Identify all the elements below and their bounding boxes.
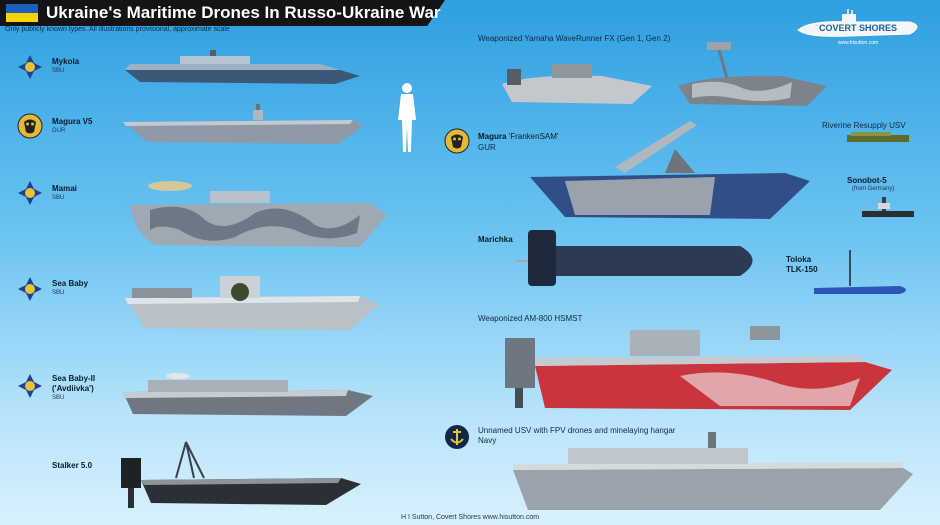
org-magura-franken: GUR <box>478 143 496 152</box>
am800-drone <box>505 326 892 410</box>
sbu-icon <box>18 181 42 205</box>
label-magura-franken: Magura 'FrankenSAM' <box>478 132 558 142</box>
title-bar <box>0 0 445 26</box>
waverunner-gen1-drone <box>502 64 652 104</box>
org-sea-baby-2: SBU <box>52 395 65 401</box>
navy-usv-drone <box>513 432 913 510</box>
mykola-drone <box>125 50 360 84</box>
label-riverine: Riverine Resupply USV <box>822 121 906 130</box>
waverunner-gen2-drone <box>678 42 827 106</box>
label-sea-baby: Sea Baby <box>52 279 89 288</box>
org-mykola: SBU <box>52 68 65 74</box>
magura-v5-drone <box>123 104 363 144</box>
logo-url: www.hisutton.com <box>838 40 878 46</box>
org-mamai: SBU <box>52 195 65 201</box>
toloka-drone <box>814 250 906 294</box>
gur-owl-icon <box>17 113 43 139</box>
label-waverunner: Weaponized Yamaha WaveRunner FX (Gen 1, … <box>478 34 671 43</box>
navy-icon <box>445 425 469 449</box>
sonobot-note: (from Germany) <box>852 186 895 192</box>
label-toloka-model: TLK-150 <box>786 265 818 274</box>
label-magura-v5: Magura V5 <box>52 117 93 126</box>
footer-credit: H I Sutton, Covert Shores www.hisutton.c… <box>400 514 540 521</box>
label-am800: Weaponized AM-800 HSMST <box>478 314 583 323</box>
sonobot-usv <box>862 197 914 217</box>
sbu-icon <box>18 277 42 301</box>
label-toloka: Toloka <box>786 255 812 264</box>
label-navy-usv: Unnamed USV with FPV drones and minelayi… <box>478 426 676 435</box>
label-sea-baby-2: Sea Baby-II <box>52 374 96 383</box>
label-mamai: Mamai <box>52 184 77 193</box>
label-mykola: Mykola <box>52 57 80 66</box>
ukraine-flag-icon <box>6 4 38 22</box>
covert-shores-logo: COVERT SHORES www.hisutton.com <box>797 9 918 46</box>
label-sonobot: Sonobot-5 <box>847 176 887 185</box>
sbu-icon <box>18 374 42 398</box>
sbu-icon <box>18 55 42 79</box>
human-scale-figure <box>398 83 416 152</box>
magura-fs-quote: 'FrankenSAM' <box>508 132 559 141</box>
page-subtitle: Only publicly known types. All illustrat… <box>5 26 230 33</box>
label-marichka: Marichka <box>478 235 513 244</box>
label-sea-baby-2-alias: ('Avdiivka') <box>52 384 94 393</box>
magura-frankensam-drone <box>530 121 810 219</box>
org-sea-baby: SBU <box>52 290 65 296</box>
gur-owl-icon <box>444 128 470 154</box>
org-navy-usv: Navy <box>478 436 497 445</box>
sea-baby-2-drone <box>123 373 373 416</box>
marichka-drone <box>515 230 753 286</box>
page-title: Ukraine's Maritime Drones In Russo-Ukrai… <box>46 3 441 22</box>
logo-name: COVERT SHORES <box>819 23 897 33</box>
sea-baby-drone <box>125 276 380 330</box>
stalker-drone <box>121 441 361 508</box>
label-stalker: Stalker 5.0 <box>52 461 93 470</box>
mamai-drone <box>130 181 387 247</box>
org-magura-v5: GUR <box>52 128 66 134</box>
magura-fs-name: Magura <box>478 132 507 141</box>
riverine-resupply-usv <box>847 132 909 142</box>
